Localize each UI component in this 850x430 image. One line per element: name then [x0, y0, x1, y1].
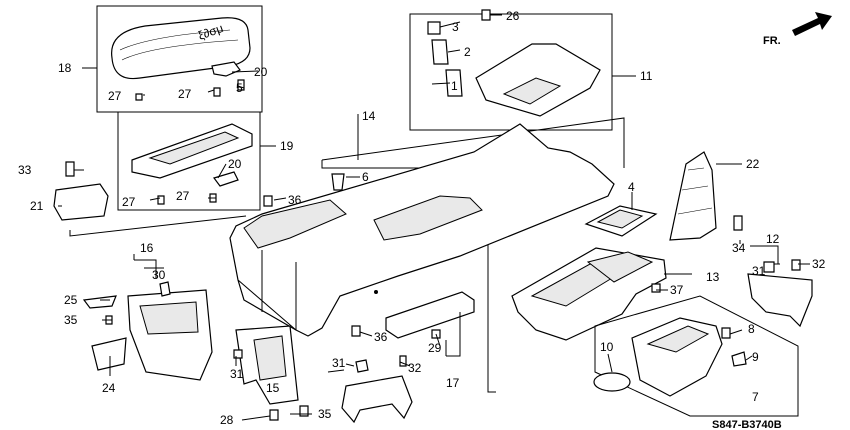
callout: 10 [600, 340, 614, 354]
diagram-code: S847-B3740B [712, 419, 782, 430]
bracket-15 [233, 325, 299, 405]
callout: 14 [362, 109, 376, 123]
callout: 27 [178, 87, 192, 101]
box-shift-panel [409, 13, 628, 131]
callout: 20 [228, 157, 242, 171]
callout: 29 [428, 341, 442, 355]
socket-cap [427, 21, 441, 35]
callout: 6 [362, 170, 369, 184]
callout: 11 [640, 69, 653, 83]
callout: 2 [464, 45, 471, 59]
callout: 13 [706, 270, 720, 284]
callout: 28 [220, 413, 234, 427]
callout: 34 [732, 241, 746, 255]
callout: 25 [64, 293, 78, 307]
front-direction-indicator: FR. [763, 12, 832, 47]
callout: 33 [18, 163, 32, 177]
screw-33 [65, 161, 75, 177]
callout: 15 [266, 381, 280, 395]
shift-boot [669, 151, 717, 241]
callout: 24 [102, 381, 116, 395]
bracket-23 [341, 355, 413, 424]
clip-25 [82, 295, 117, 309]
ring-10 [593, 372, 631, 392]
callout: 7 [752, 390, 759, 404]
front-direction-arrow-icon [792, 12, 832, 36]
callout-labels: 1 2 3 4 5 6 7 8 9 10 11 12 13 14 15 16 1… [18, 9, 826, 427]
callout: 22 [746, 157, 760, 171]
front-direction-label: FR. [763, 35, 781, 47]
callout: 9 [752, 350, 759, 364]
callout: 20 [254, 65, 268, 79]
callout: 17 [446, 376, 460, 390]
callout: 3 [452, 20, 459, 34]
callout: 35 [318, 407, 332, 421]
callout: 27 [122, 195, 136, 209]
callout: 32 [812, 257, 826, 271]
box-armrest-lid: ξ∂σμ [82, 5, 263, 113]
callout: 31 [332, 356, 346, 370]
box-inner-tray [117, 111, 276, 211]
callout: 32 [408, 361, 422, 375]
callout: 16 [140, 241, 154, 255]
callout: 19 [280, 139, 294, 153]
callout: 21 [30, 199, 44, 213]
callout: 12 [766, 232, 780, 246]
callout: 27 [108, 89, 122, 103]
armrest-lid [111, 17, 251, 80]
callout: 36 [288, 193, 302, 207]
callout: 8 [748, 322, 755, 336]
callout: 37 [670, 283, 684, 297]
callout: 4 [628, 180, 635, 194]
callout: 31 [230, 367, 244, 381]
lighter [445, 69, 463, 97]
bracket-21 [53, 183, 109, 221]
socket-body [431, 39, 449, 65]
leader-lines [58, 14, 810, 421]
shift-bezel [584, 205, 658, 237]
cupholder-tray [511, 247, 667, 341]
bracket-12 [747, 245, 813, 328]
cover-24 [91, 337, 127, 371]
left-bracket-group [53, 161, 247, 237]
callout: 1 [451, 79, 458, 93]
box-cupholder [593, 295, 799, 417]
callout: 35 [64, 313, 78, 327]
callout: 27 [176, 189, 190, 203]
callout: 30 [152, 268, 166, 282]
callout: 18 [58, 61, 72, 75]
lid-hinge [211, 61, 241, 77]
center-console [229, 117, 625, 393]
callout: 26 [506, 9, 520, 23]
callout: 36 [374, 330, 388, 344]
callout: 5 [236, 81, 243, 95]
side-panel-group [82, 254, 213, 381]
callout: 31 [752, 264, 766, 278]
